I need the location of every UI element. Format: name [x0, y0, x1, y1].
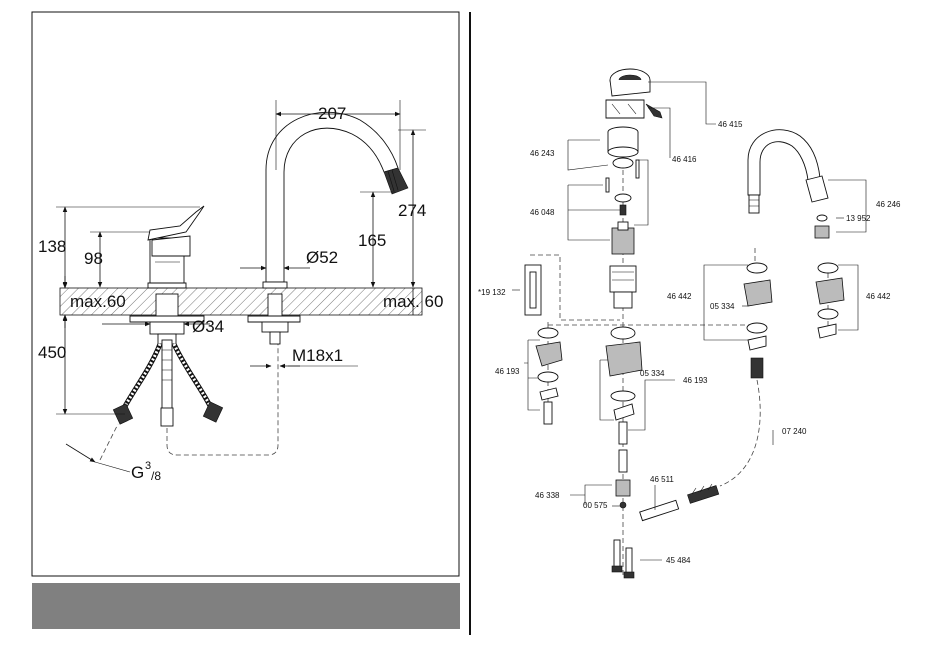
part-46415: 46 415 — [718, 120, 743, 129]
part-46048: 46 048 — [530, 208, 555, 217]
part-46511: 46 511 — [650, 475, 674, 484]
part-19132: *19 132 — [478, 288, 506, 297]
part-45484: 45 484 — [666, 556, 691, 565]
handle-base — [606, 100, 662, 118]
dim-450: 450 — [38, 316, 125, 414]
dim-274-label: 274 — [398, 201, 426, 220]
part-07240: 07 240 — [782, 427, 807, 436]
dim-207-label: 207 — [318, 104, 346, 123]
dim-98-label: 98 — [84, 249, 103, 268]
mixer-valve-body — [148, 206, 204, 288]
dim-max60-right-label: max. 60 — [383, 292, 443, 311]
thread-g-label: G — [131, 463, 144, 482]
cap-ring — [613, 158, 633, 168]
part-46338: 46 338 — [535, 491, 560, 500]
exploded-center-axis — [530, 130, 828, 575]
valve-set-right-b — [816, 263, 844, 338]
lever-handle — [610, 69, 650, 96]
pullout-spout — [748, 130, 828, 213]
dim-98: 98 — [84, 232, 150, 287]
dim-138-label: 138 — [38, 237, 66, 256]
hose-spring — [720, 358, 763, 486]
dim-m18x1: M18x1 — [250, 346, 358, 366]
part-46442-right: 46 442 — [866, 292, 891, 301]
dim-thread-g38: G 3 /8 — [66, 444, 161, 483]
part-13952: 13 952 — [846, 214, 871, 223]
dim-max60-left: max.60 — [65, 276, 126, 328]
thread-den-label: /8 — [151, 469, 161, 483]
dim-d52: Ø52 — [240, 248, 338, 268]
spray-head-parts — [815, 215, 829, 238]
dim-max60-right: max. 60 — [383, 288, 443, 315]
cartridge — [610, 222, 636, 308]
footer-bar — [32, 583, 460, 629]
pullout-hose — [640, 484, 719, 521]
dim-274: 274 — [398, 130, 426, 287]
valve-set-right-a — [744, 263, 772, 350]
cover-cap — [608, 127, 638, 157]
part-46193-left: 46 193 — [495, 367, 520, 376]
dim-d52-label: Ø52 — [306, 248, 338, 267]
part-46243: 46 243 — [530, 149, 555, 158]
flexible-hoses — [113, 340, 222, 426]
dim-d34-label: Ø34 — [192, 317, 224, 336]
part-46193-right: 46 193 — [683, 376, 708, 385]
part-46246: 46 246 — [876, 200, 901, 209]
part-46416: 46 416 — [672, 155, 697, 164]
part-05334-low: 05 334 — [640, 369, 665, 378]
tool-19132 — [525, 265, 541, 315]
part-46442-left: 46 442 — [667, 292, 692, 301]
dim-m18x1-label: M18x1 — [292, 346, 343, 365]
dim-165: 165 — [358, 192, 395, 287]
dim-450-label: 450 — [38, 343, 66, 362]
part-05334-mid: 05 334 — [710, 302, 735, 311]
valve-set-left — [536, 328, 562, 424]
dim-165-label: 165 — [358, 231, 386, 250]
dim-max60-left-label: max.60 — [70, 292, 126, 311]
valve-set-center — [606, 327, 642, 508]
part-00575: 00 575 — [583, 501, 608, 510]
